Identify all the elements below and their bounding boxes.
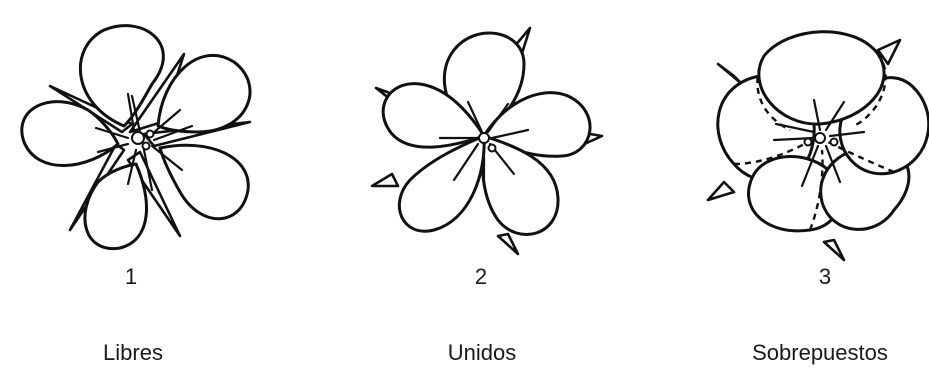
anther	[132, 132, 144, 144]
anther	[831, 139, 838, 146]
flower-free-petals-drawing	[12, 14, 262, 264]
petal	[399, 136, 484, 231]
anther	[143, 143, 150, 150]
figure-label-unidos: Unidos	[382, 340, 582, 366]
sepal	[708, 182, 734, 200]
flower-3-svg	[694, 14, 929, 264]
petal	[158, 55, 250, 132]
petal	[85, 164, 147, 249]
anther	[815, 133, 825, 143]
anther	[489, 145, 496, 152]
figure-label-sobrepuestos: Sobrepuestos	[720, 340, 920, 366]
petal	[160, 145, 248, 219]
anther	[805, 139, 812, 146]
flower-overlapping-petals-drawing	[694, 14, 929, 264]
figure-number-2: 2	[451, 264, 511, 290]
flower-united-petals-drawing	[358, 14, 608, 264]
flower-2-svg	[358, 14, 608, 264]
figure-number-3: 3	[795, 264, 855, 290]
figure-number-1: 1	[101, 264, 161, 290]
flower-1-svg	[12, 14, 262, 264]
sepal	[718, 64, 742, 84]
sepal	[824, 240, 844, 260]
sepal	[372, 174, 398, 186]
anther	[147, 131, 154, 138]
sepal	[498, 234, 518, 254]
anther	[479, 133, 489, 143]
figure-label-libres: Libres	[33, 340, 233, 366]
